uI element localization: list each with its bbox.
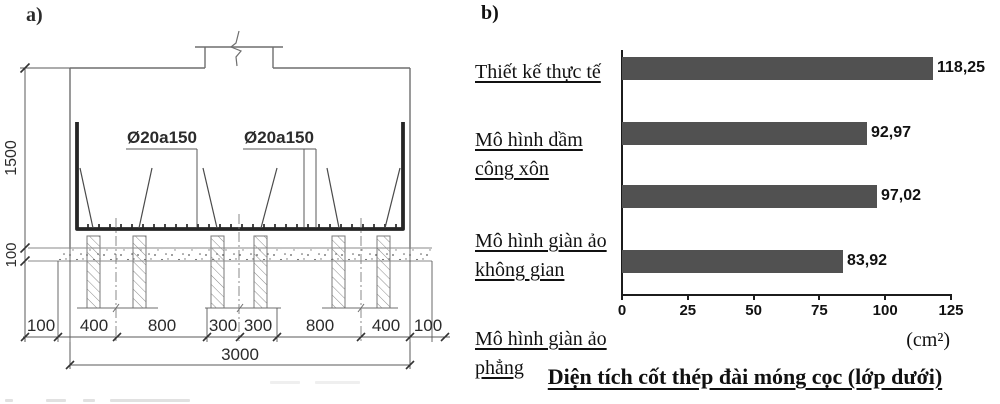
- caption-remnant: [315, 381, 360, 384]
- left-dimensions: 1500 100: [3, 62, 70, 342]
- x-axis-tick: [752, 294, 755, 300]
- caption-remnant: [5, 399, 13, 402]
- caption-remnant: [270, 381, 300, 384]
- axis-unit-label: (cm²): [906, 329, 950, 351]
- rebar-callouts: Ø20a150 Ø20a150: [126, 128, 317, 227]
- x-axis-tick-label: 75: [811, 302, 828, 319]
- x-axis-tick: [686, 294, 689, 300]
- total-dimension: 3000: [65, 342, 415, 370]
- inclined-bars: [79, 167, 401, 229]
- caption-remnant: [110, 399, 190, 402]
- x-axis-tick: [884, 294, 887, 300]
- caption-remnant: [46, 399, 66, 402]
- dim-lean-label: 100: [3, 242, 20, 267]
- chart-title: Diện tích cốt thép đài móng cọc (lớp dướ…: [547, 364, 943, 389]
- bar: [622, 185, 877, 208]
- panel-b-label: b): [481, 2, 499, 24]
- dim-height-label: 1500: [3, 140, 20, 176]
- column-stub: [195, 30, 283, 68]
- break-symbol: [229, 30, 242, 67]
- pile-group-centerlines: [115, 214, 362, 341]
- dim-800-left: 800: [148, 316, 176, 335]
- bar-value-label: 97,02: [881, 187, 922, 204]
- y-axis-line: [621, 50, 623, 296]
- dim-total-label: 3000: [221, 345, 259, 364]
- x-axis-tick-label: 100: [872, 302, 898, 319]
- category-label: Thiết kế thực tế: [475, 61, 601, 83]
- x-axis-tick-label: 125: [938, 302, 964, 319]
- x-axis-line: [621, 294, 952, 296]
- caption-remnant: [83, 399, 95, 402]
- x-axis-tick: [950, 294, 952, 300]
- transverse-bar-ticks: [87, 224, 397, 228]
- dim-100-right: 100: [414, 316, 442, 335]
- bar: [622, 122, 867, 145]
- piles: [86, 235, 391, 309]
- bar-value-label: 83,92: [847, 252, 888, 269]
- dim-800-right: 800: [306, 316, 334, 335]
- x-axis-tick-label: 0: [617, 302, 627, 319]
- dim-400-right: 400: [372, 316, 400, 335]
- x-axis-tick: [818, 294, 821, 300]
- x-axis-tick-label: 50: [745, 302, 762, 319]
- bar-value-label: 118,25: [937, 59, 986, 76]
- dim-100-left: 100: [27, 316, 55, 335]
- pile-cut-lines: [77, 303, 398, 313]
- panel-a-label: a): [26, 4, 43, 26]
- pile-cap-drawing: a): [3, 4, 450, 370]
- x-axis-tick: [621, 294, 623, 300]
- bottom-dimension-row: 100 400 800 300 300 800 400 100: [20, 248, 450, 342]
- dim-400-left: 400: [80, 316, 108, 335]
- dim-300-left: 300: [209, 316, 237, 335]
- pile-cap-outline: [69, 67, 411, 248]
- x-axis-tick-label: 25: [679, 302, 697, 319]
- lean-concrete-layer: [28, 247, 432, 262]
- dim-300-right: 300: [244, 316, 272, 335]
- bottom-rebar: [75, 122, 405, 231]
- bar: [622, 57, 933, 80]
- rebar-label-2: Ø20a150: [244, 128, 314, 147]
- bar: [622, 250, 843, 273]
- bar-value-label: 92,97: [871, 124, 912, 141]
- rebar-label-1: Ø20a150: [127, 128, 197, 147]
